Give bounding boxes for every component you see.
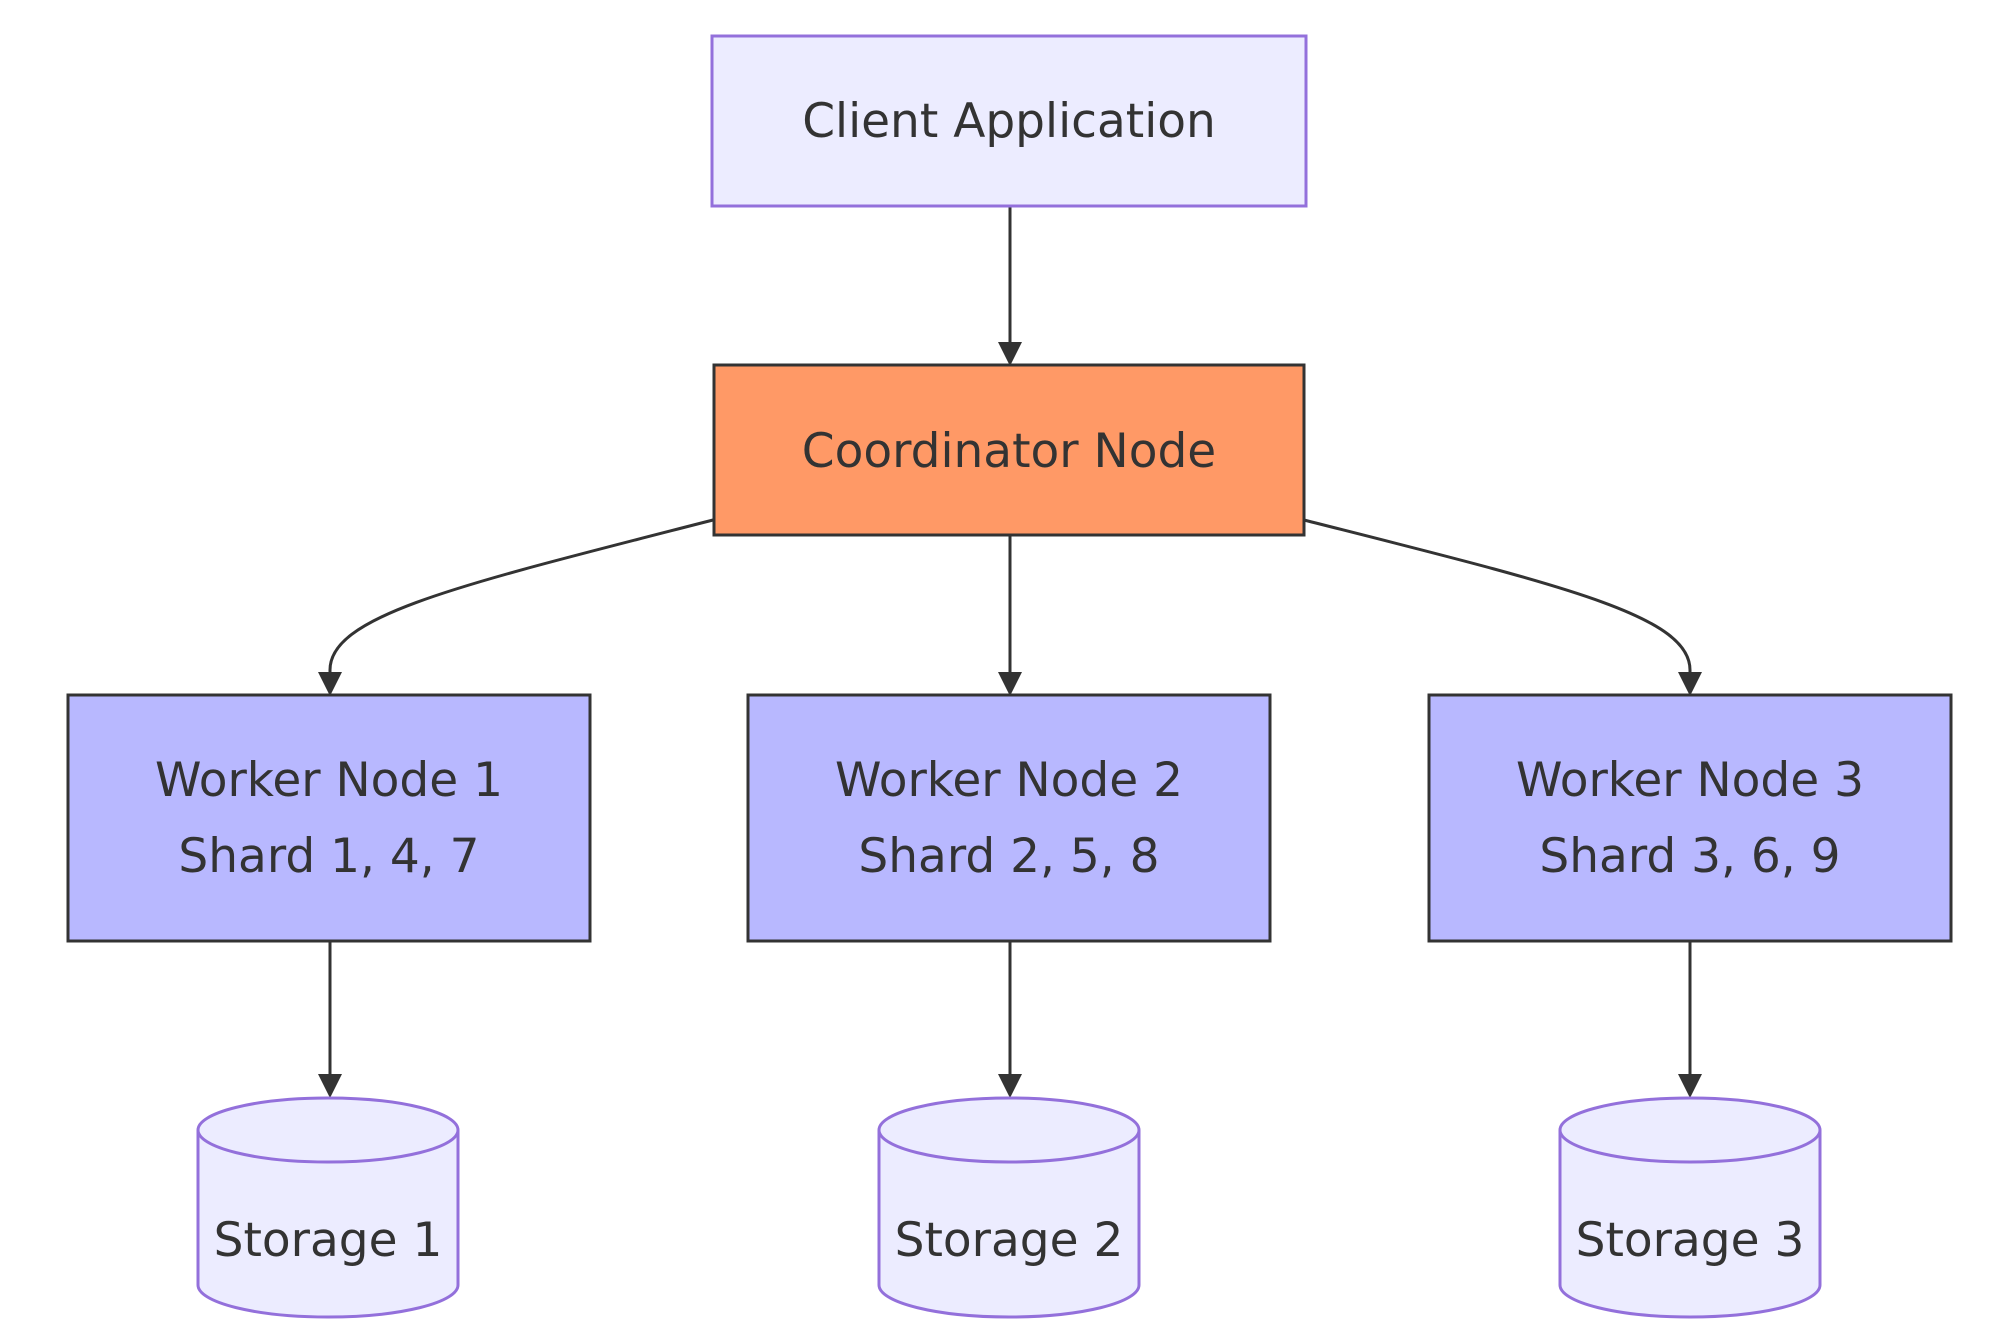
worker-node-1: Worker Node 1 Shard 1, 4, 7 <box>66 693 592 943</box>
arrowhead-storage1 <box>318 1074 342 1098</box>
client-application-box <box>710 34 1308 208</box>
arrowhead-worker2 <box>998 672 1022 696</box>
edge-coordinator-to-worker1 <box>328 518 714 676</box>
storage-3-cylinder-top <box>1558 1096 1822 1164</box>
coordinator-node-label: Coordinator Node <box>802 424 1216 479</box>
arrowhead-worker3 <box>1678 672 1702 696</box>
worker-node-2-shards: Shard 2, 5, 8 <box>858 829 1159 884</box>
storage-3-cylinder-body <box>1558 1130 1822 1319</box>
arrowhead-worker1 <box>318 672 342 696</box>
arrowhead-storage2 <box>998 1074 1022 1098</box>
storage-3-label: Storage 3 <box>1576 1213 1805 1268</box>
worker-node-3: Worker Node 3 Shard 3, 6, 9 <box>1427 693 1953 943</box>
storage-2-database: Storage 2 <box>877 1096 1141 1319</box>
worker-node-1-title: Worker Node 1 <box>155 753 503 808</box>
storage-1-label: Storage 1 <box>214 1213 443 1268</box>
worker-node-1-shards: Shard 1, 4, 7 <box>178 829 479 884</box>
worker-node-2-box <box>746 693 1272 943</box>
worker-node-2-title: Worker Node 2 <box>835 753 1183 808</box>
storage-1-cylinder-body <box>196 1130 460 1319</box>
client-application-label: Client Application <box>802 94 1216 149</box>
worker-node-3-title: Worker Node 3 <box>1516 753 1864 808</box>
storage-1-database: Storage 1 <box>196 1096 460 1319</box>
storage-2-label: Storage 2 <box>895 1213 1124 1268</box>
edges <box>318 206 1702 1098</box>
worker-node-3-shards: Shard 3, 6, 9 <box>1539 829 1840 884</box>
worker-node-1-box <box>66 693 592 943</box>
coordinator-node-box <box>712 363 1306 537</box>
storage-3-database: Storage 3 <box>1558 1096 1822 1319</box>
arrowhead-storage3 <box>1678 1074 1702 1098</box>
coordinator-node: Coordinator Node <box>712 363 1306 537</box>
storage-2-cylinder-top <box>877 1096 1141 1164</box>
storage-2-cylinder-body <box>877 1130 1141 1319</box>
storage-1-cylinder-top <box>196 1096 460 1164</box>
worker-node-2: Worker Node 2 Shard 2, 5, 8 <box>746 693 1272 943</box>
client-application-node: Client Application <box>710 34 1308 208</box>
arrowhead-coordinator <box>998 342 1022 366</box>
edge-coordinator-to-worker3 <box>1303 518 1692 676</box>
worker-node-3-box <box>1427 693 1953 943</box>
